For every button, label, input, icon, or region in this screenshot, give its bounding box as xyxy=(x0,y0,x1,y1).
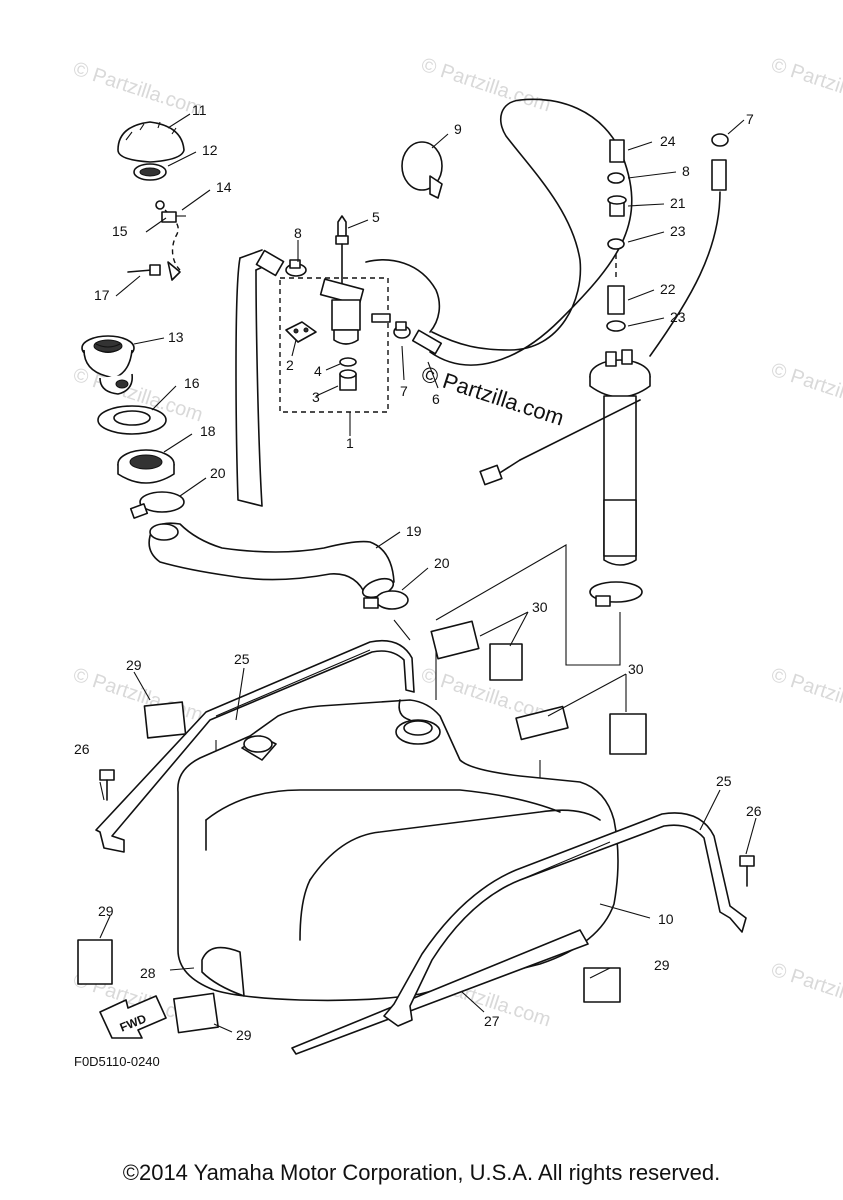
diagram-code: F0D5110-0240 xyxy=(74,1054,160,1069)
callout: 15 xyxy=(112,223,128,239)
filter-part-5 xyxy=(337,215,347,237)
pad-29d xyxy=(583,967,621,1003)
parts-diagram: © Partzilla.com © Partzilla.com © Partzi… xyxy=(70,54,843,1069)
callout: 27 xyxy=(484,1013,500,1029)
callout: 29 xyxy=(126,657,142,673)
bolt-26-left xyxy=(99,769,115,781)
callout: 30 xyxy=(628,661,644,677)
filler-hose xyxy=(148,522,395,597)
fuel-filter xyxy=(331,299,361,331)
filler-cap xyxy=(117,121,185,163)
screw-17 xyxy=(127,269,153,273)
pads xyxy=(77,620,647,1034)
watermark: © Partzilla.com xyxy=(768,959,843,1022)
reference-lines xyxy=(215,544,621,780)
watermark: © Partzilla.com xyxy=(70,664,205,727)
sender-wire xyxy=(519,399,641,461)
leader-lines xyxy=(99,113,757,1033)
watermark: © Partzilla.com xyxy=(70,58,205,121)
callout: 9 xyxy=(454,121,462,137)
callout: 29 xyxy=(654,957,670,973)
callout: 3 xyxy=(312,389,320,405)
watermark: © Partzilla.com xyxy=(768,54,843,117)
callout: 12 xyxy=(202,142,218,158)
hose-clamp-20b xyxy=(375,590,409,610)
callout: 26 xyxy=(746,803,762,819)
callout: 25 xyxy=(716,773,732,789)
screw-15 xyxy=(161,211,177,223)
callout: 16 xyxy=(184,375,200,391)
pad-30c xyxy=(515,705,569,741)
callout: 13 xyxy=(168,329,184,345)
callout: 22 xyxy=(660,281,676,297)
callout: 24 xyxy=(660,133,676,149)
callout: 17 xyxy=(94,287,110,303)
callout: 30 xyxy=(532,599,548,615)
hose-clamp-20a xyxy=(139,491,185,513)
callout: 7 xyxy=(746,111,754,127)
callout: 8 xyxy=(682,163,690,179)
watermark: © Partzilla.com xyxy=(768,664,843,727)
copyright-notice: ©2014 Yamaha Motor Corporation, U.S.A. A… xyxy=(122,1160,721,1185)
pad-29c xyxy=(173,992,219,1034)
filler-cap-assembly xyxy=(81,121,186,519)
fuel-hose-22 xyxy=(607,285,625,315)
strap-left xyxy=(95,639,415,853)
watermark: © Partzilla.com xyxy=(418,54,553,117)
fwd-arrow-icon: FWD xyxy=(99,995,167,1039)
callout: 21 xyxy=(670,195,686,211)
pad-29b xyxy=(77,939,113,985)
callout: 2 xyxy=(286,357,294,373)
bolt-26-right xyxy=(739,855,755,867)
callout: 23 xyxy=(670,223,686,239)
center-watermark: © Partzilla.com xyxy=(418,361,567,431)
filter-bracket xyxy=(285,321,317,343)
strap-right xyxy=(383,812,747,1027)
fuel-sender-assembly xyxy=(479,133,729,607)
callout: 26 xyxy=(74,741,90,757)
watermark: © Partzilla.com xyxy=(768,359,843,422)
callout: 11 xyxy=(192,102,207,118)
callout: 8 xyxy=(294,225,302,241)
clamp-9 xyxy=(401,141,443,199)
callout: 10 xyxy=(658,911,674,927)
callout-numbers: 11 12 14 15 17 13 16 18 20 9 5 8 2 4 3 7… xyxy=(74,102,762,1043)
callout: 18 xyxy=(200,423,216,439)
callout: 25 xyxy=(234,651,250,667)
filter-kit-outline xyxy=(279,277,389,413)
callout: 20 xyxy=(210,465,226,481)
callout: 19 xyxy=(406,523,422,539)
tank-plate xyxy=(201,946,245,997)
callout: 28 xyxy=(140,965,156,981)
callout: 20 xyxy=(434,555,450,571)
callout: 4 xyxy=(314,363,322,379)
fuel-tank xyxy=(177,699,619,1055)
callout: 7 xyxy=(400,383,408,399)
filler-nut xyxy=(117,449,175,484)
pad-30d xyxy=(609,713,647,755)
callout: 23 xyxy=(670,309,686,325)
tank-skid xyxy=(291,929,589,1055)
filler-neck xyxy=(81,335,135,395)
pad-29a xyxy=(143,701,187,739)
callout: 29 xyxy=(236,1027,252,1043)
fuel-filter-assembly xyxy=(279,215,411,413)
fuel-hose-long xyxy=(429,98,633,366)
callout: 1 xyxy=(346,435,354,451)
vent-hose xyxy=(235,257,263,507)
callout: 14 xyxy=(216,179,232,195)
pad-30b xyxy=(489,643,523,681)
callout: 6 xyxy=(432,391,440,407)
tank-straps xyxy=(95,639,755,1027)
callout: 5 xyxy=(372,209,380,225)
callout: 29 xyxy=(98,903,114,919)
pad-30a xyxy=(430,620,480,660)
